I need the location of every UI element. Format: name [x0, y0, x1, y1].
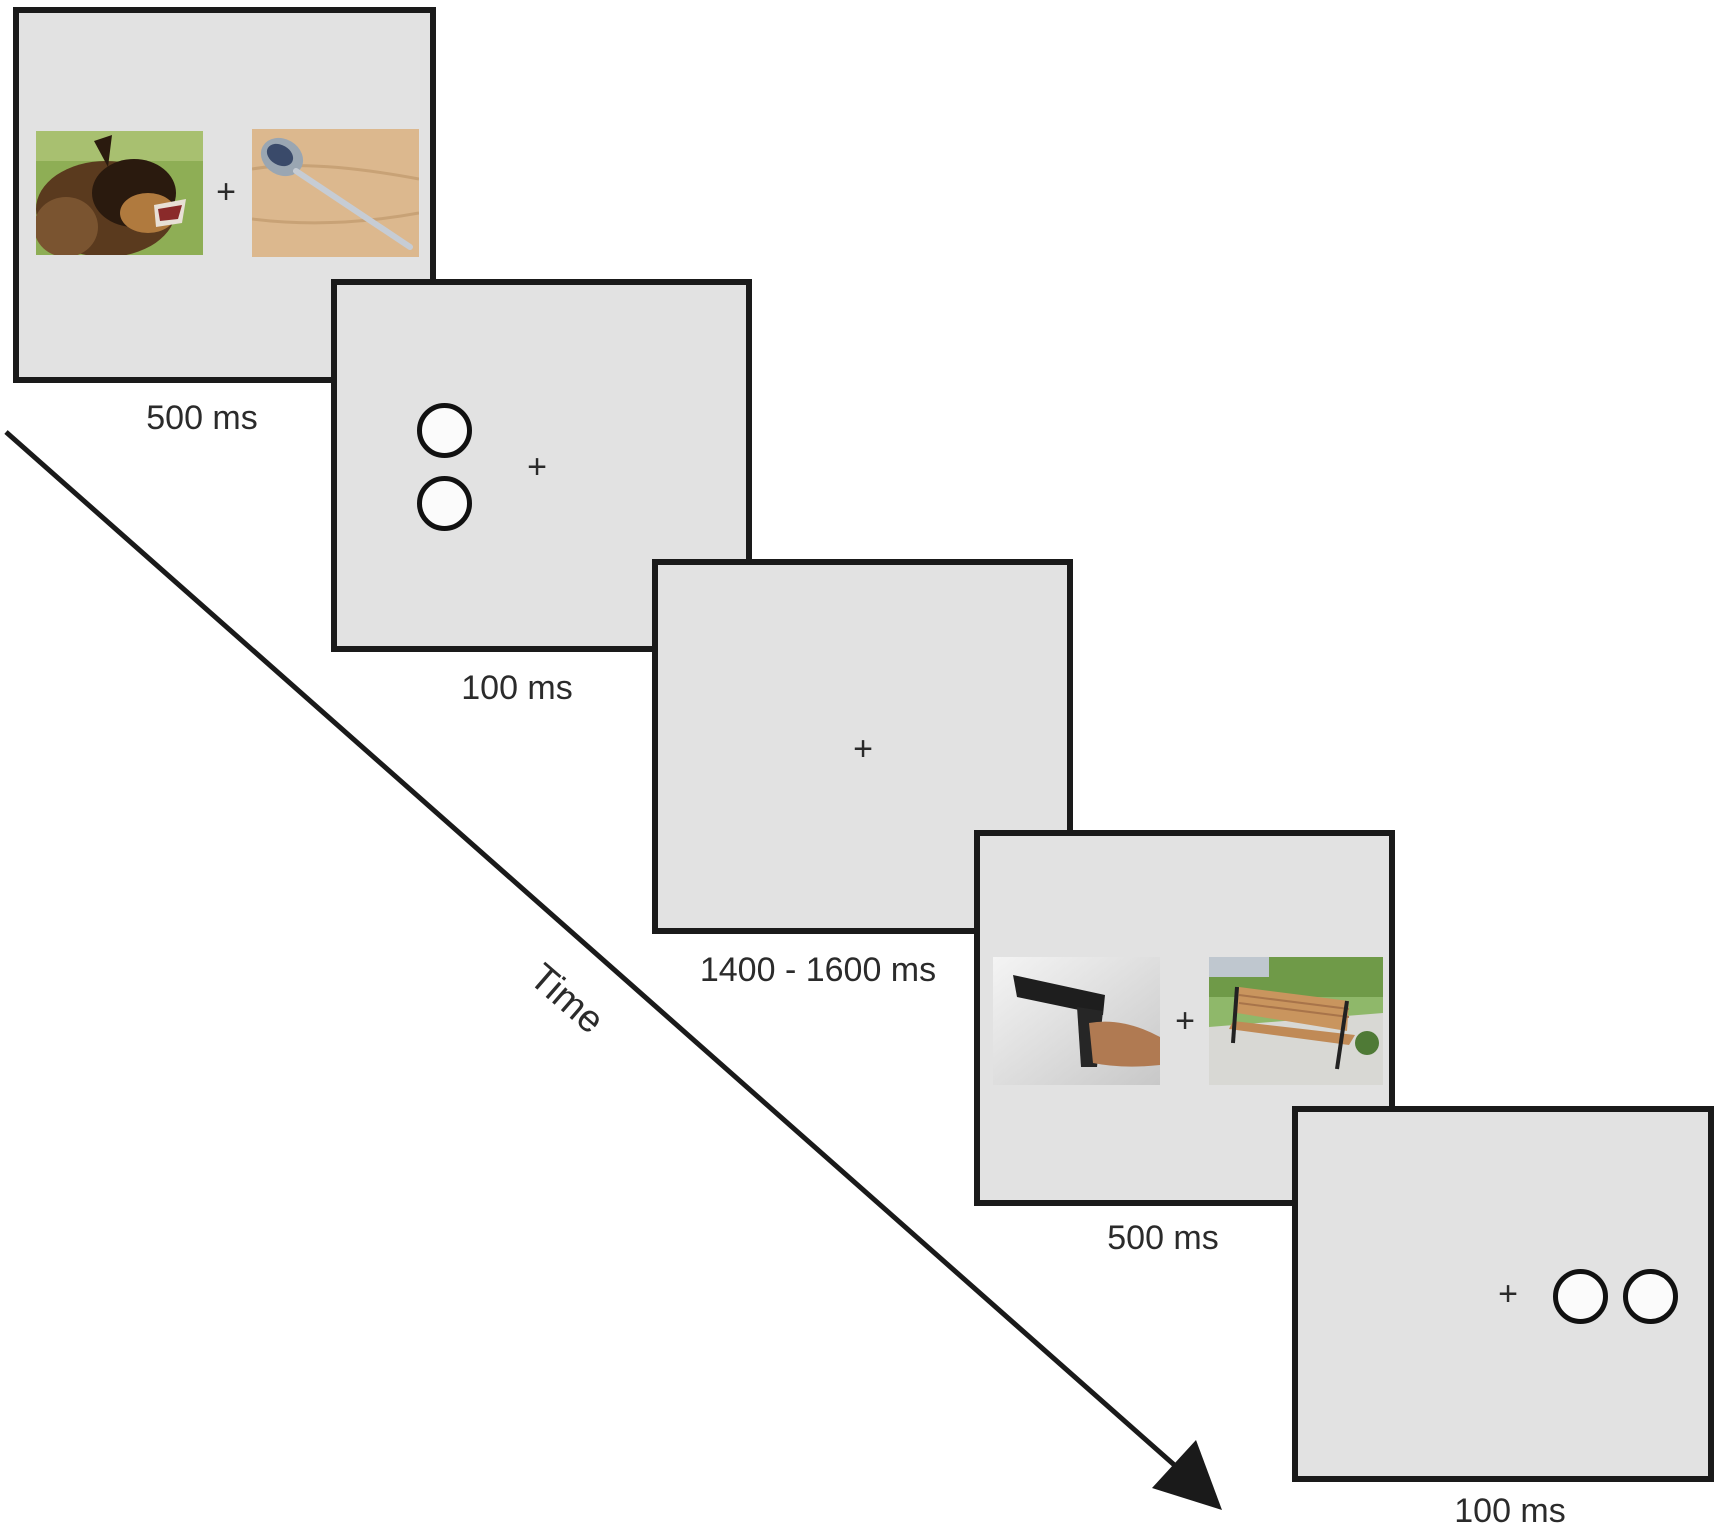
- fixation-cross: +: [853, 730, 873, 768]
- probe-circle-bottom: [417, 476, 472, 531]
- dog-photo: [36, 131, 203, 255]
- bench-photo: [1209, 957, 1383, 1085]
- fixation-cross: +: [1175, 1002, 1195, 1040]
- fixation-cross: +: [527, 448, 547, 486]
- duration-label-3: 1400 - 1600 ms: [699, 951, 937, 989]
- duration-label-5: 100 ms: [1454, 1492, 1566, 1530]
- fixation-cross: +: [1498, 1275, 1518, 1313]
- probe-circle-top: [417, 403, 472, 458]
- spoon-photo: [252, 129, 419, 257]
- duration-label-4: 500 ms: [1107, 1219, 1219, 1257]
- gun-photo: [993, 957, 1160, 1085]
- probe-circle-right: [1623, 1269, 1678, 1324]
- duration-label-2: 100 ms: [461, 669, 573, 707]
- screen-probe-horizontal: +: [1292, 1106, 1714, 1482]
- fixation-cross: +: [216, 173, 236, 211]
- screen-cue-images-1: +: [13, 7, 436, 383]
- arrow-head-icon: [1152, 1440, 1222, 1510]
- probe-circle-left: [1553, 1269, 1608, 1324]
- duration-label-1: 500 ms: [146, 399, 258, 437]
